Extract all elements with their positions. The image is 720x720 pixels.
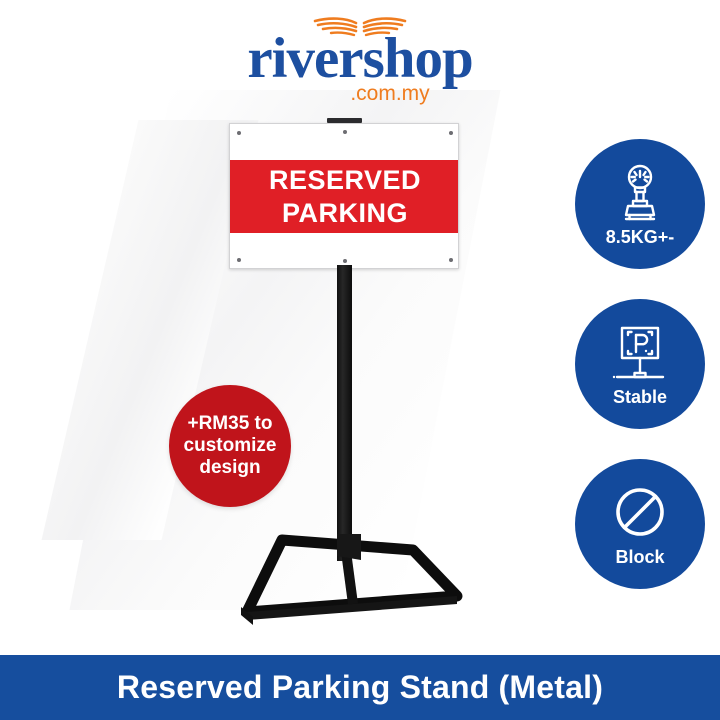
product-title-bar: Reserved Parking Stand (Metal) [0, 655, 720, 720]
sign-screw [237, 258, 241, 262]
sign-screw [237, 131, 241, 135]
brand-tld: .com.my [350, 82, 430, 105]
reserved-parking-sign: RESERVED PARKING [229, 123, 459, 269]
wings-icon [290, 14, 430, 44]
feature-badge-weight: 8.5KG+- [575, 139, 705, 269]
customize-promo-badge: +RM35 to customize design [169, 385, 291, 507]
promo-line-2: customize [183, 435, 277, 456]
sign-red-band: RESERVED PARKING [230, 160, 458, 233]
product-title: Reserved Parking Stand (Metal) [116, 669, 604, 705]
sign-screw [449, 131, 453, 135]
brand-logo[interactable]: rivershop .com.my [0, 8, 720, 108]
sign-mount-bracket [327, 118, 362, 123]
promo-line-1: +RM35 to [187, 413, 273, 434]
feature-badge-label: Stable [612, 386, 668, 407]
parking-sign-post-icon [609, 324, 671, 384]
feature-badge-label: Block [615, 546, 665, 567]
promo-line-3: design [199, 457, 261, 478]
stand-pole [337, 265, 352, 561]
feature-badge-block: Block [575, 459, 705, 589]
sign-screw [449, 258, 453, 262]
sign-line-1: RESERVED [268, 164, 422, 195]
feature-badge-label: 8.5KG+- [605, 226, 675, 247]
sign-screw [343, 259, 347, 263]
feature-badge-stable: Stable [575, 299, 705, 429]
sign-screw [343, 130, 347, 134]
prohibition-icon [609, 484, 671, 544]
sign-line-2: PARKING [281, 197, 408, 228]
stand-base-frame [225, 534, 465, 639]
brand-name: rivershop [247, 27, 473, 90]
weight-scale-icon [609, 164, 671, 224]
